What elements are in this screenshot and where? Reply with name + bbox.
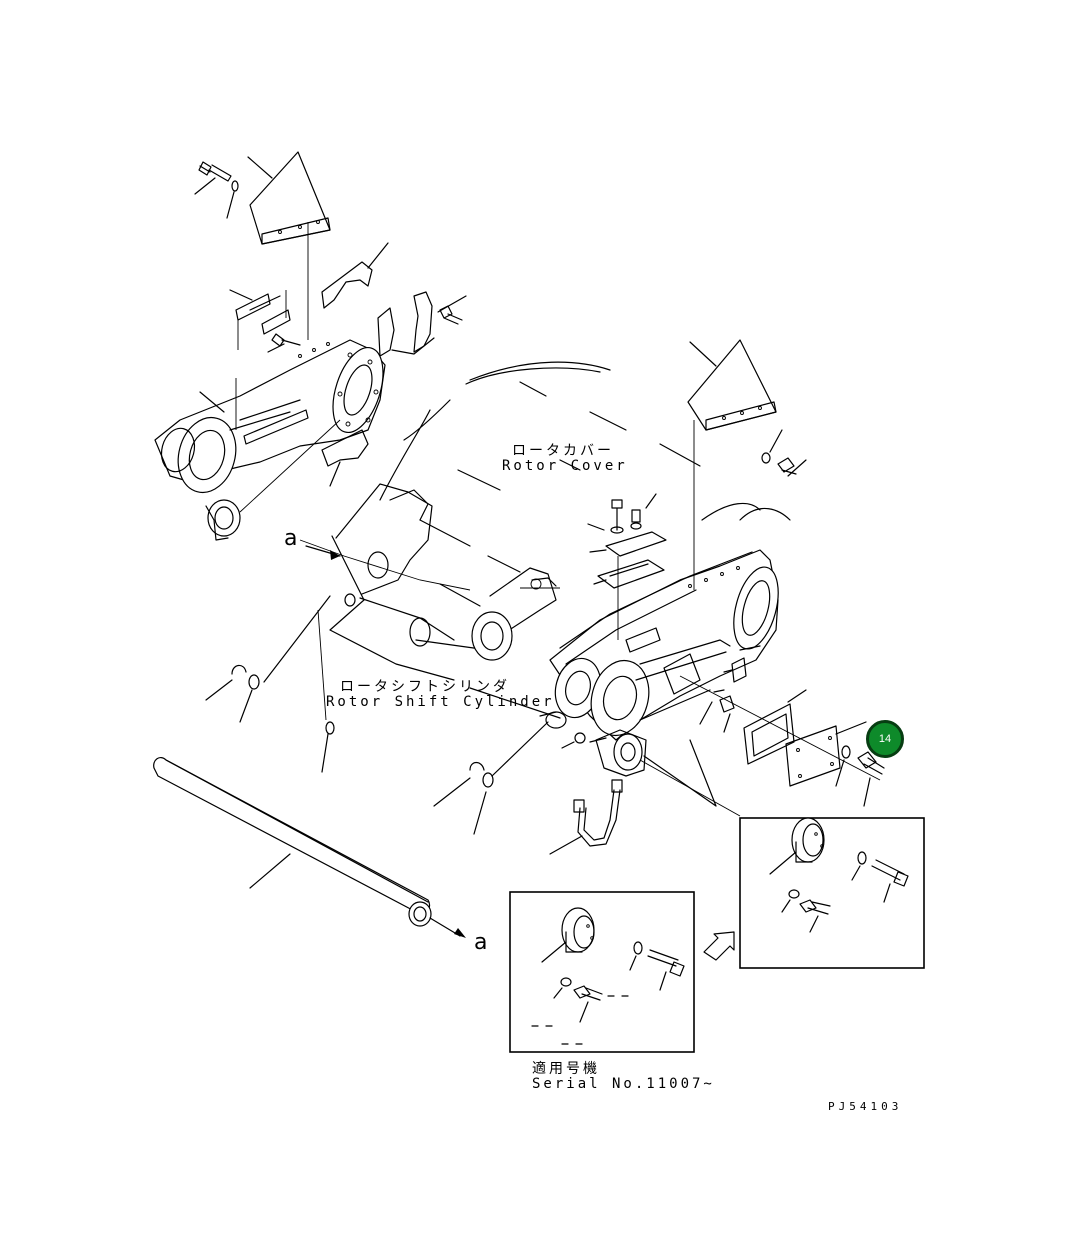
variant-box-left [509, 891, 695, 1053]
hose [549, 779, 623, 855]
left-rotor-housing [154, 339, 386, 541]
variant-box-right [739, 817, 925, 969]
rotor-cover-outline [379, 361, 791, 607]
label-serial-ja: 適用号機 [532, 1061, 600, 1077]
center-connector [471, 567, 560, 661]
arrow-label-a-right: a [474, 930, 488, 955]
upper-left-cover-group [194, 151, 331, 340]
rotor-shift-cylinder-parts [205, 595, 586, 835]
main-chain-case [549, 549, 779, 817]
callout-14-badge[interactable]: 14 [866, 720, 904, 758]
label-rotor-shift-ja: ロータシフトシリンダ [340, 679, 510, 695]
long-tube [153, 756, 466, 938]
right-small-parts [679, 645, 885, 807]
label-rotor-cover-en: Rotor Cover [502, 458, 628, 474]
variant-arrow [703, 931, 735, 961]
label-rotor-cover-ja: ロータカバー [512, 443, 614, 459]
label-serial-en: Serial No.11007~ [532, 1076, 715, 1092]
arrow-label-a-left: a [284, 526, 298, 551]
right-upper-cover [687, 339, 807, 590]
center-top-bolts [587, 493, 667, 640]
label-rotor-shift-en: Rotor Shift Cylinder [326, 694, 555, 710]
drawing-code: PJ54103 [828, 1100, 903, 1113]
left-shim-plates [229, 242, 467, 357]
arrow-a-left-shape [305, 545, 341, 560]
rotor-shift-bracket [299, 483, 489, 681]
